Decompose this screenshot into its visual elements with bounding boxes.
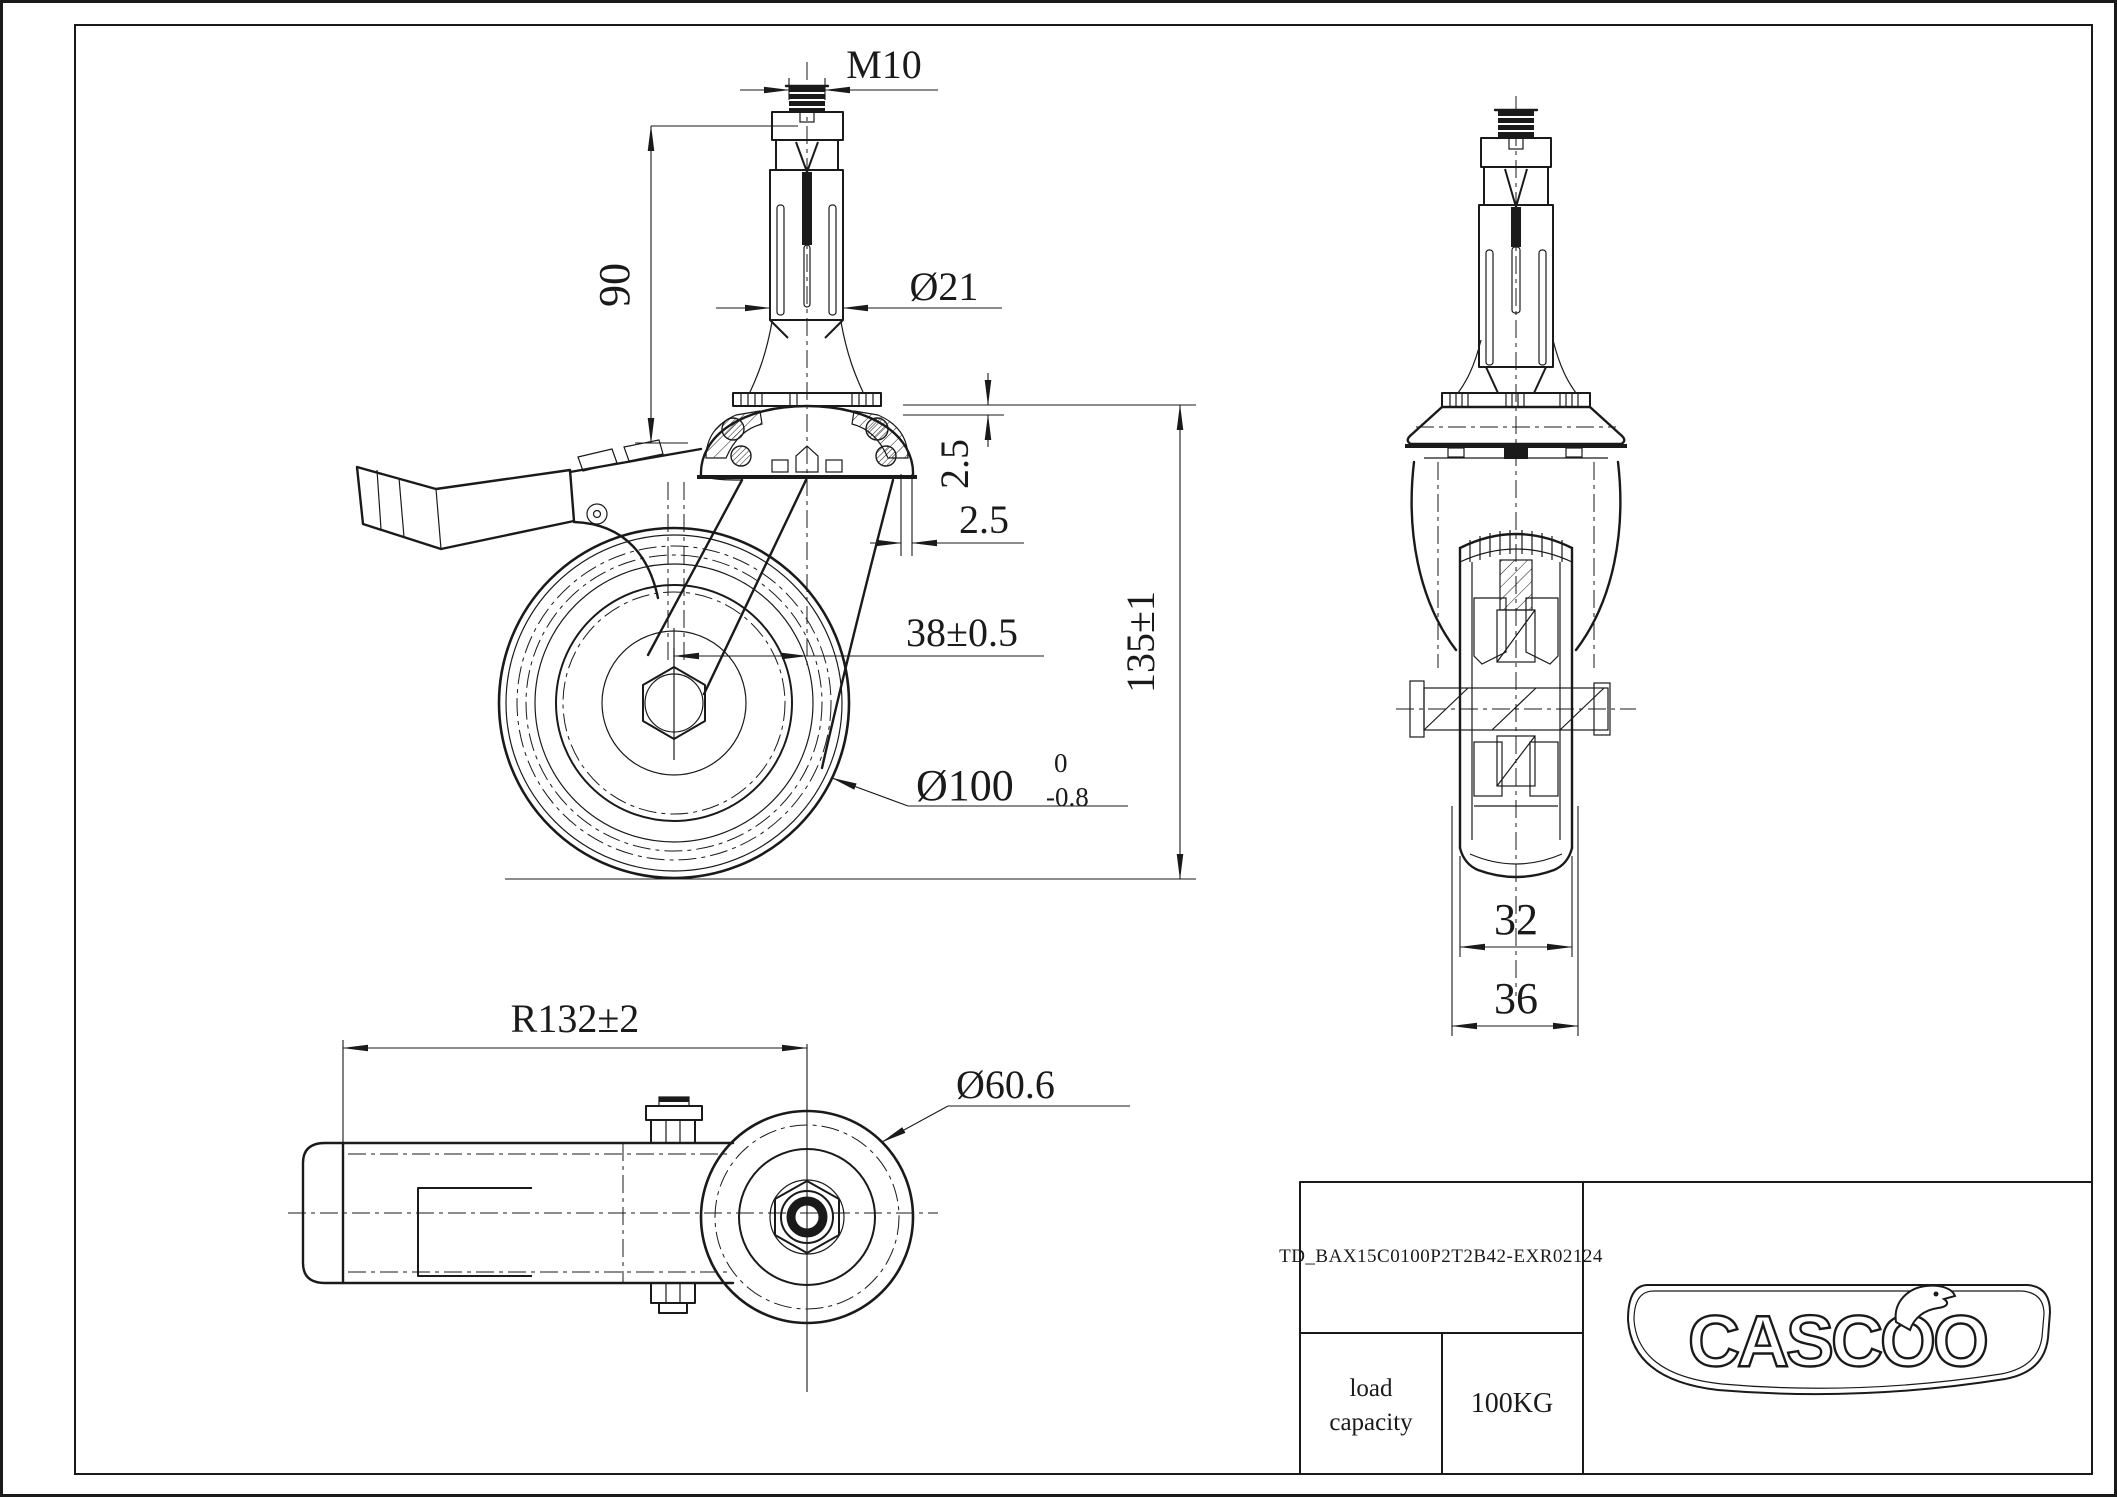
dim-2p5-horizontal: 2.5 xyxy=(870,474,1024,556)
top-view: R132±2 Ø60.6 xyxy=(288,996,1130,1392)
dim-2p5h-label: 2.5 xyxy=(959,497,1009,542)
dim-135: 135±1 xyxy=(1118,404,1184,880)
brake-lever xyxy=(355,465,576,551)
dim-2p5v-label: 2.5 xyxy=(932,439,977,489)
front-swivel-housing xyxy=(697,392,917,479)
dim-36: 36 xyxy=(1451,806,1579,1036)
dim-36-label: 36 xyxy=(1494,974,1538,1023)
dim-2p5-vertical: 2.5 xyxy=(903,373,1196,489)
top-dome-circles xyxy=(699,1109,915,1325)
logo-wordmark: CASCOO xyxy=(1688,1302,1986,1382)
load-capacity-label-line1: load xyxy=(1349,1375,1393,1402)
logo-eagle-icon xyxy=(1894,1284,1957,1332)
wheel-outer-circle xyxy=(497,526,851,880)
side-dimensions: 32 36 xyxy=(1451,806,1579,1036)
tread-hatch xyxy=(1469,530,1563,562)
logo-eagle-eye xyxy=(1933,1291,1939,1297)
dim-m10-label: M10 xyxy=(846,42,922,87)
side-view: 32 36 xyxy=(1396,96,1636,1036)
dim-r132-label: R132±2 xyxy=(511,996,640,1041)
side-expander-stem xyxy=(1457,108,1577,394)
dim-90: 90 xyxy=(590,125,798,444)
front-expander-stem xyxy=(749,84,864,393)
dim-90-label: 90 xyxy=(590,263,639,307)
front-view: M10 90 Ø21 2.5 xyxy=(355,42,1196,880)
dim-dia100-tol-lower: -0.8 xyxy=(1046,782,1089,812)
dim-dia21-label: Ø21 xyxy=(910,264,979,309)
dim-dia100: Ø100 0 -0.8 xyxy=(831,748,1128,812)
title-block: TD_BAX15C0100P2T2B42-EXR02124 load capac… xyxy=(1279,1181,2093,1475)
dim-dia60-label: Ø60.6 xyxy=(956,1062,1055,1107)
front-wheel xyxy=(497,526,1196,880)
dim-dia100-label: Ø100 xyxy=(916,761,1014,810)
dim-m10: M10 xyxy=(740,42,938,100)
dim-38: 38±0.5 xyxy=(673,610,1044,672)
washer-serration xyxy=(740,394,874,405)
dim-dia100-tol-upper: 0 xyxy=(1054,748,1068,778)
fork-screw xyxy=(586,503,608,525)
dim-32: 32 xyxy=(1459,856,1573,957)
dim-135-label: 135±1 xyxy=(1118,591,1163,693)
dim-32-label: 32 xyxy=(1494,895,1538,944)
top-dimensions: R132±2 Ø60.6 xyxy=(342,996,1130,1150)
dim-dia21: Ø21 xyxy=(716,264,1002,312)
load-capacity-label-line2: capacity xyxy=(1329,1409,1413,1436)
brand-logo: CASCOO xyxy=(1627,1284,2051,1396)
dim-r132: R132±2 xyxy=(342,996,808,1150)
front-dimensions: M10 90 Ø21 2.5 xyxy=(590,42,1196,880)
logo-badge-outline xyxy=(1627,1284,2051,1396)
top-axle-nuts xyxy=(645,1096,703,1314)
load-capacity-value: 100KG xyxy=(1471,1388,1553,1419)
part-number: TD_BAX15C0100P2T2B42-EXR02124 xyxy=(1279,1246,1603,1267)
dim-38-label: 38±0.5 xyxy=(906,610,1018,655)
dim-dia60: Ø60.6 xyxy=(881,1062,1130,1143)
side-fork-wheel xyxy=(1409,460,1622,879)
side-swivel-dome xyxy=(1405,392,1627,459)
